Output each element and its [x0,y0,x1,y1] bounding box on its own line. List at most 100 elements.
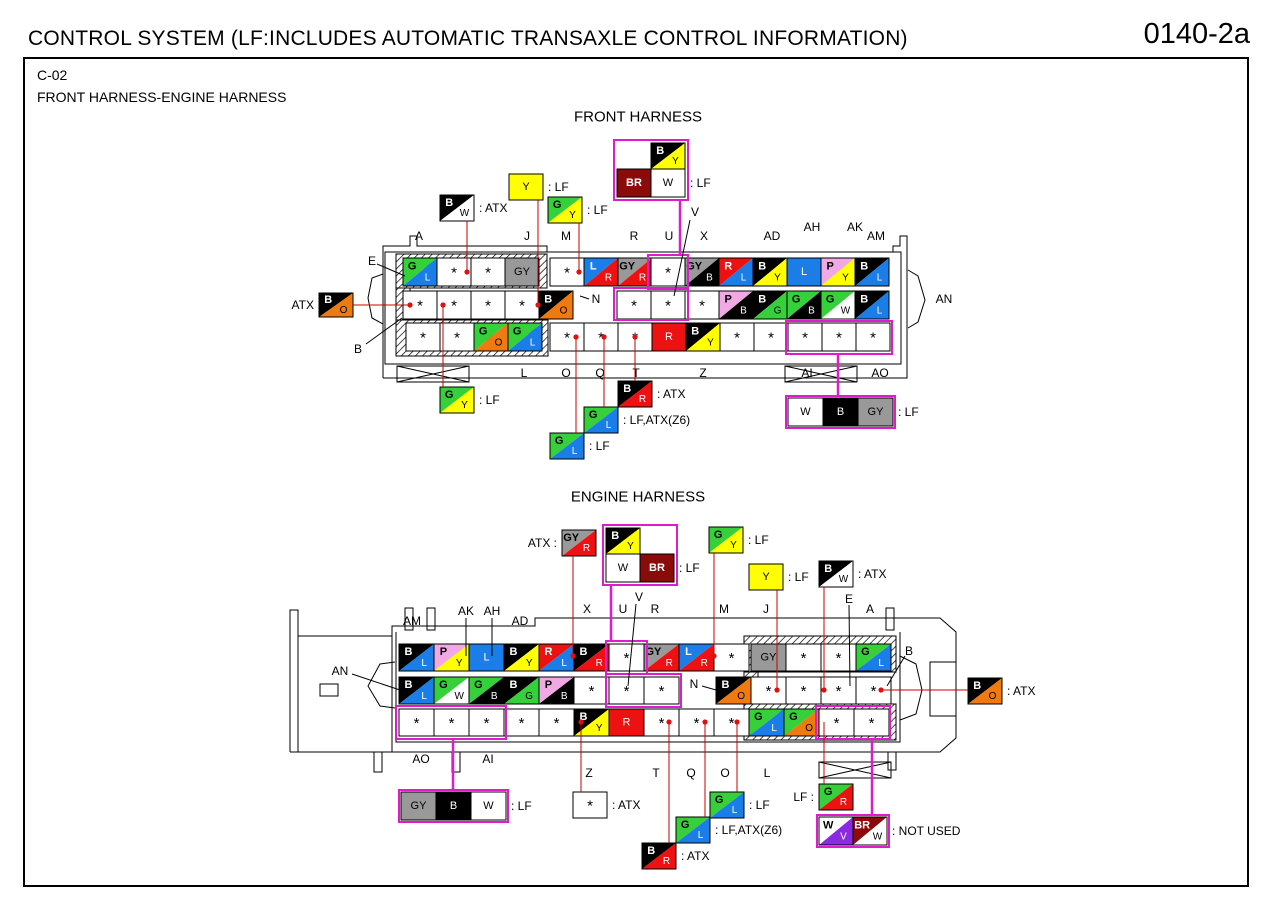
wire-code: W [618,562,629,574]
wire-code-secondary: Y [774,273,781,284]
cavity-letter: AN [936,292,953,306]
wire-code-secondary: R [701,658,708,669]
wire-code-secondary: V [840,832,847,843]
outline [885,607,895,631]
terminal-cell: B [822,397,859,427]
terminal-cell: GO [473,322,509,352]
terminal-cell: GY [857,397,894,427]
wire-code-secondary: O [560,306,568,317]
wire-code-primary: BR [854,819,870,831]
wire-code-primary: B [324,294,332,306]
wire-code: W [800,406,811,418]
wire-code-secondary: R [663,856,670,867]
wire-code: GY [868,406,885,418]
cavity-letter: X [583,602,591,616]
cell-fill-secondary [440,195,474,221]
wire-code-primary: P [725,293,732,305]
terminal-cell: W [605,553,641,583]
terminal-cell: * [719,322,755,352]
housing-outline [289,609,957,753]
cell-outline [854,290,890,320]
cell-outline [818,560,854,588]
terminal-cell: BY [605,527,641,555]
cell-fill-secondary [403,258,437,286]
terminal-cell: RL [718,257,754,287]
callout-text: ATX : [528,536,557,550]
line [396,365,470,383]
cell-outline [854,257,890,287]
highlight-box [395,705,507,740]
unused-marker: * [624,650,630,667]
wire-code-secondary: L [421,691,427,702]
terminal-cell: BO [538,290,574,320]
wire-callout: GY: LF [547,196,608,224]
wire-code-secondary: O [737,691,745,702]
wire-code-primary: B [860,293,868,305]
terminal-dot [407,302,413,308]
unused-marker: * [802,330,808,347]
terminal-cell: * [753,322,789,352]
wire-code-secondary: L [530,338,536,349]
wire-code-secondary: B [808,306,815,317]
terminal-dot [440,302,446,308]
terminal-cell: * [504,290,540,320]
line [365,317,403,345]
terminal-cell: GL [855,643,892,672]
wire-code-primary: R [724,260,732,272]
wire-code: R [665,331,673,343]
terminal-cell: * [439,322,475,352]
unused-marker: * [631,298,637,315]
cell-fill [435,791,472,821]
wire-code-primary: G [479,325,488,337]
wire-code-primary: G [792,293,801,305]
wire-code-primary: G [861,646,870,658]
wire-code-secondary: L [877,306,883,317]
terminal-cell: R [608,708,645,737]
terminal-dot [578,719,584,725]
cell-fill [608,708,645,737]
wire-code-primary: P [440,646,447,658]
terminal-dot [734,719,740,725]
connector-id: C-02 [37,67,68,83]
callout-text: : ATX [1007,684,1035,698]
terminal-cell: GY [708,526,744,554]
cell-outline [561,529,597,557]
unused-marker: * [554,715,560,732]
wire-code-secondary: B [491,691,498,702]
cell-fill-secondary [434,677,469,704]
wire-code-secondary: W [873,832,883,843]
terminal-cell: * [608,676,645,705]
wire-code-secondary: R [596,658,603,669]
wire-code-primary: B [404,646,412,658]
terminal-dot [711,653,717,659]
wire-callout: GY: LF [708,526,769,554]
terminal-cell: GW [820,290,856,320]
wire-callout: BW: ATX [439,194,507,222]
cavity-letter: AH [484,604,501,618]
terminal-dot [632,334,638,340]
line [579,295,590,300]
cell-fill [504,257,540,287]
unused-marker: * [734,330,740,347]
terminal-cell: BY [573,708,610,737]
right-latch [907,269,926,329]
terminal-cell: L [786,257,822,287]
cavity-letter: T [652,766,660,780]
cavity-letter: V [635,590,643,604]
wire-code-secondary: R [605,273,612,284]
wire-code-secondary: Y [627,541,634,552]
wire-callout: BO: ATX [967,677,1035,705]
diagram-frame [23,57,1249,887]
wire-code-primary: B [824,563,832,575]
unused-marker: * [659,715,665,732]
cell-outline [855,643,892,672]
terminal-cell: W [470,791,507,821]
cell-outline [608,643,645,672]
housing-left-block [297,635,393,753]
terminal-cell: GY [504,257,540,287]
terminal-cell: * [572,791,608,819]
callout-text: : LF [788,570,809,584]
